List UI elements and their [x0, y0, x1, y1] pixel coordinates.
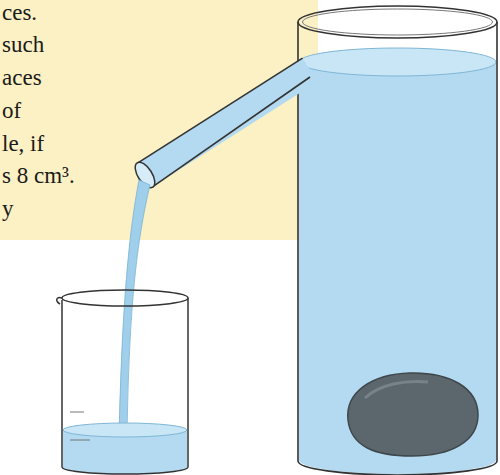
water-surface	[299, 48, 496, 76]
spout-edge	[153, 77, 311, 187]
beaker-wall	[61, 300, 63, 467]
stone-highlight	[365, 382, 428, 398]
text-line: s 8 cm³.	[2, 163, 75, 189]
text-line: y	[2, 196, 14, 222]
text-line: of	[2, 98, 21, 124]
can-rim	[298, 6, 497, 38]
can-water	[299, 62, 496, 474]
can-base	[298, 461, 497, 475]
can-rim-inner	[303, 9, 493, 35]
text-line: ces.	[2, 0, 37, 26]
text-line: aces	[2, 65, 42, 91]
beaker-mark	[70, 440, 90, 441]
beaker-rim	[62, 290, 188, 306]
text-background	[0, 0, 318, 240]
text-line: such	[2, 32, 44, 58]
beaker-mark	[70, 412, 84, 413]
beaker-base	[62, 467, 188, 474]
spout-edge	[138, 58, 303, 163]
can-wall	[496, 22, 498, 461]
beaker-water-surface	[63, 423, 187, 437]
spout-tube	[138, 58, 318, 187]
stone	[348, 373, 478, 456]
text-line: le, if	[2, 131, 44, 157]
beaker-lip	[57, 298, 62, 304]
beaker-wall	[187, 298, 189, 467]
water-stream	[119, 180, 150, 438]
